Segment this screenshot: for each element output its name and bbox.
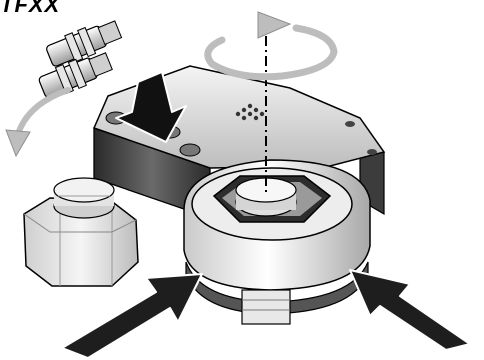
spare-nut	[24, 178, 138, 286]
rotation-arrow-icon	[208, 12, 334, 77]
curved-arrow-icon	[6, 90, 68, 156]
push-arrow-icon	[350, 270, 470, 350]
hose-couplings	[37, 16, 123, 101]
